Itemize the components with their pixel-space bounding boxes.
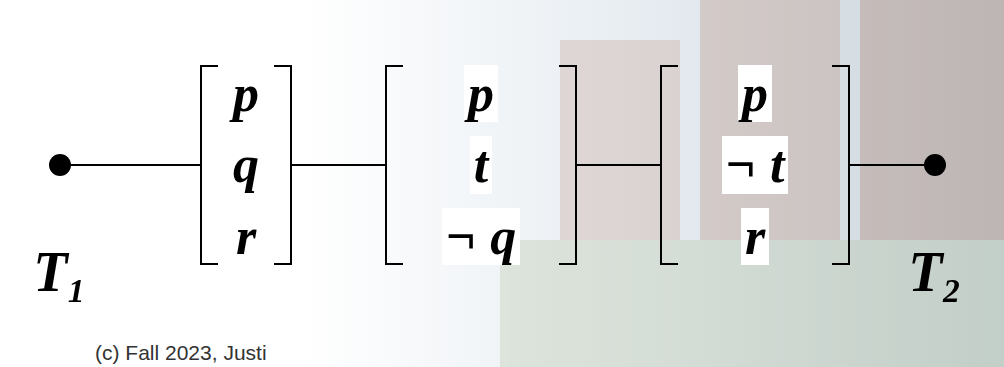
terminal-label: T₁ — [33, 242, 87, 304]
terminal-label: T₂ — [908, 242, 962, 304]
switch-group: pqr — [200, 65, 292, 265]
building-silhouette — [500, 0, 1004, 367]
switch-variable: t — [470, 136, 492, 193]
terminal-dot: T₁ — [49, 154, 71, 176]
switch-group: p ¬ t r — [660, 65, 850, 265]
terminal-dot: T₂ — [924, 154, 946, 176]
switch-variable: ¬ q — [442, 208, 521, 265]
switch-variable: q — [229, 136, 263, 193]
switch-group: pt ¬ q — [385, 65, 577, 265]
switch-variable: ¬ t — [722, 136, 789, 193]
copyright-note: (c) Fall 2023, Justi — [95, 341, 267, 364]
wire — [71, 164, 200, 166]
wire — [292, 164, 385, 166]
switch-variable: p — [229, 65, 263, 122]
switch-variable: p — [738, 65, 772, 122]
switch-variable: r — [232, 208, 260, 265]
switch-variable: p — [464, 65, 498, 122]
wire — [577, 164, 660, 166]
wire — [850, 164, 924, 166]
switch-variable: r — [741, 208, 769, 265]
